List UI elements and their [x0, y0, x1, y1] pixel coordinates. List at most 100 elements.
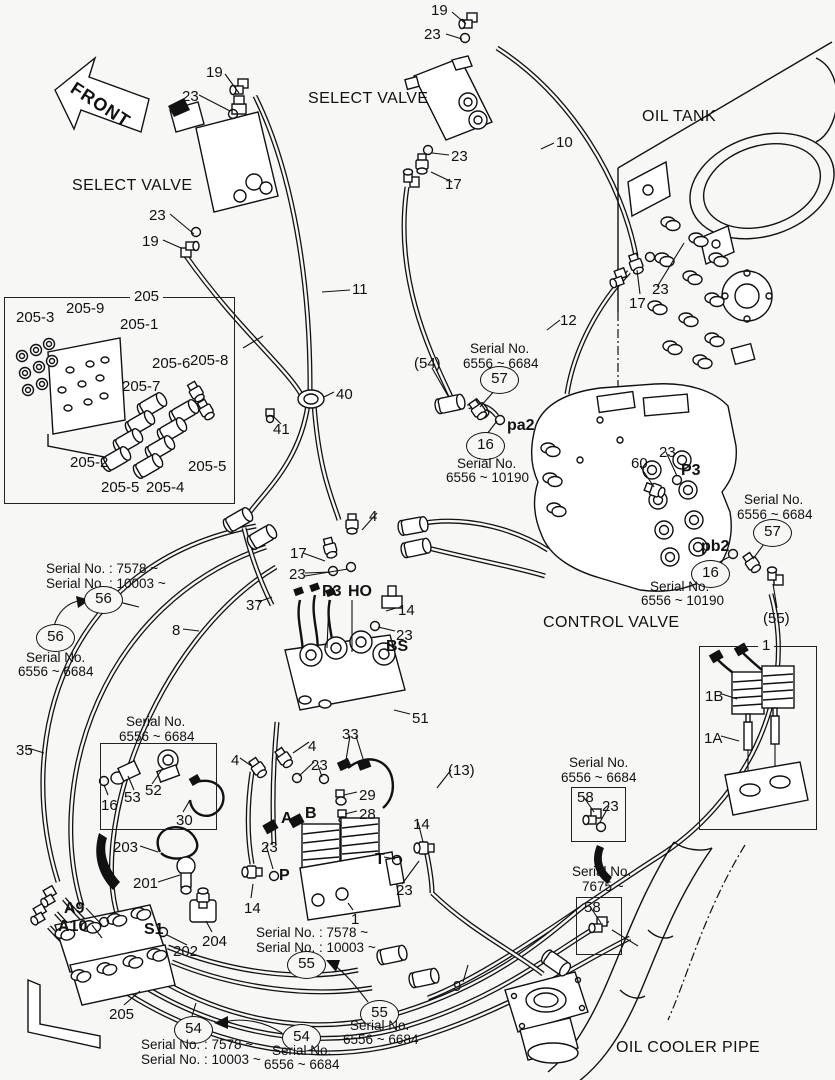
- callout-10: 10: [556, 134, 573, 151]
- serial-note: Serial No. : 10003 ~: [256, 940, 376, 955]
- callout-23: 23: [659, 444, 676, 461]
- callout-4: 4: [231, 752, 240, 769]
- serial-note: Serial No.: [350, 1018, 410, 1033]
- select-valve-1-art: [168, 78, 279, 258]
- callout-205-5: 205-5: [101, 479, 140, 496]
- control-valve-art: [466, 383, 784, 592]
- callout-205: 205: [109, 1006, 135, 1023]
- callout-23: 23: [396, 882, 413, 899]
- serial-range: 6556 ~ 10190: [641, 593, 724, 608]
- callout-8: 8: [172, 622, 181, 639]
- callout-9: 9: [453, 978, 462, 995]
- callout-23: 23: [602, 798, 619, 815]
- callout-205: 205: [130, 288, 164, 306]
- serial-note: Serial No.: [569, 755, 629, 770]
- select-valve-2-label: SELECT VALVE: [308, 90, 429, 107]
- callout-202: 202: [173, 943, 199, 960]
- callout-54-paren: (54): [414, 355, 441, 372]
- port-a: A: [281, 810, 293, 827]
- callout-55-paren: (55): [763, 610, 790, 627]
- bottom-manifold-art: [25, 826, 441, 1049]
- callout-205-8: 205-8: [190, 352, 229, 369]
- balloon-16: 16: [691, 560, 730, 588]
- balloon-57: 57: [753, 519, 792, 547]
- callout-23: 23: [289, 566, 306, 583]
- box205-art: [15, 337, 217, 481]
- callout-14: 14: [398, 602, 415, 619]
- callout-40: 40: [336, 386, 353, 403]
- serial-note: Serial No.: [126, 714, 186, 729]
- callout-23: 23: [652, 281, 669, 298]
- callout-17: 17: [290, 545, 307, 562]
- select-valve-2-art: [402, 12, 493, 188]
- callout-205-9: 205-9: [66, 300, 105, 317]
- serial-range: 6556 ~ 6684: [463, 356, 539, 371]
- callout-205-3: 205-3: [16, 309, 55, 326]
- port-a10: A10: [58, 918, 88, 935]
- group-box-205: [4, 297, 235, 504]
- callout-23: 23: [424, 26, 441, 43]
- callout-201: 201: [133, 875, 159, 892]
- callout-23: 23: [451, 148, 468, 165]
- callout-23: 23: [149, 207, 166, 224]
- serial-range: 6556 ~ 6684: [18, 664, 94, 679]
- port-s1: S1: [144, 921, 164, 938]
- callout-58: 58: [577, 789, 594, 806]
- oil-cooler-pipe-art: [504, 841, 746, 1080]
- callout-23: 23: [261, 839, 278, 856]
- balloon-57: 57: [480, 366, 519, 394]
- callout-1b: 1B: [705, 688, 724, 705]
- serial-note: Serial No.: [744, 492, 804, 507]
- group-box-58a: [571, 787, 626, 842]
- callout-19: 19: [206, 64, 223, 81]
- callout-205-2: 205-2: [70, 454, 109, 471]
- callout-17: 17: [629, 295, 646, 312]
- callout-23: 23: [396, 627, 413, 644]
- serial-note: Serial No.: [470, 341, 530, 356]
- reference-arrows: [53, 596, 369, 1034]
- callout-205-7: 205-7: [122, 378, 161, 395]
- serial-note: Serial No. : 10003 ~: [141, 1052, 261, 1067]
- callout-29: 29: [359, 787, 376, 804]
- callout-12: 12: [560, 312, 577, 329]
- port-pa2: pa2: [507, 417, 535, 434]
- balloon-16: 16: [466, 432, 505, 460]
- clamp-art: [265, 389, 325, 424]
- front-arrow-art: [54, 56, 150, 133]
- leader-lines: [27, 11, 778, 1017]
- serial-range: 6556 ~ 6684: [343, 1032, 419, 1047]
- balloon-56: 56: [84, 586, 123, 614]
- balloon-54: 54: [174, 1016, 213, 1044]
- callout-4: 4: [308, 738, 317, 755]
- serial-note: Serial No.: [26, 650, 86, 665]
- port-p3: P3: [322, 583, 342, 600]
- serial-note: Serial No. : 7578 ~: [256, 925, 369, 940]
- control-valve-label: CONTROL VALVE: [543, 614, 680, 631]
- port-p: P: [279, 867, 290, 884]
- callout-205-5: 205-5: [188, 458, 227, 475]
- port-b: B: [305, 805, 317, 822]
- serial-range: 6556 ~ 10190: [446, 470, 529, 485]
- callout-23: 23: [182, 88, 199, 105]
- callout-17: 17: [445, 176, 462, 193]
- callout-19: 19: [142, 233, 159, 250]
- port-pb2: pb2: [701, 538, 730, 555]
- box1-art: [708, 642, 809, 816]
- switch-box-art: [98, 749, 225, 817]
- callout-58: 58: [584, 899, 601, 916]
- fitting58-art: [582, 808, 612, 884]
- serial-note: Serial No.: [457, 456, 517, 471]
- port-a9: A9: [64, 900, 85, 917]
- callout-205-4: 205-4: [146, 479, 185, 496]
- callout-23: 23: [311, 757, 328, 774]
- serial-note: Serial No. : 7578 ~: [141, 1037, 254, 1052]
- callout-28: 28: [359, 806, 376, 823]
- balloon-56: 56: [36, 624, 75, 652]
- callout-14: 14: [244, 900, 261, 917]
- serial-note: Serial No.: [650, 579, 710, 594]
- select-valve-1-label: SELECT VALVE: [72, 177, 193, 194]
- serial-range: 7675 ~: [582, 879, 624, 894]
- balloon-54: 54: [282, 1024, 321, 1052]
- serial-range: 6556 ~ 6684: [561, 770, 637, 785]
- serial-note: Serial No.: [272, 1043, 332, 1058]
